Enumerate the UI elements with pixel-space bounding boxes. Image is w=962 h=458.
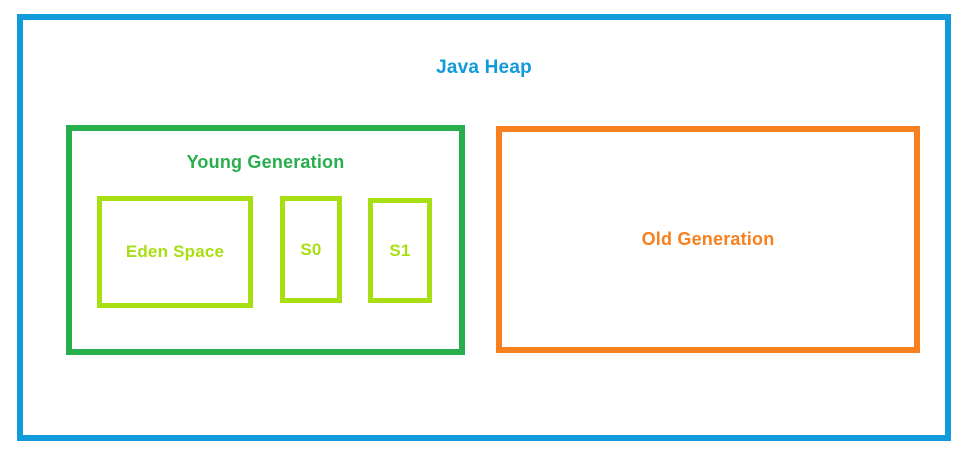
young-generation-box: Young Generation Eden Space S0 S1 — [66, 125, 465, 355]
old-generation-label: Old Generation — [641, 229, 775, 249]
old-generation-box: Old Generation — [496, 126, 920, 353]
eden-space-box: Eden Space — [97, 196, 253, 308]
survivor-s1-label: S1 — [389, 240, 411, 260]
java-heap-box: Java Heap Young Generation Eden Space S0… — [17, 14, 951, 441]
young-generation-title: Young Generation — [186, 152, 345, 172]
survivor-s0-label: S0 — [300, 239, 322, 259]
survivor-s1-box: S1 — [368, 198, 432, 303]
survivor-s0-box: S0 — [280, 196, 342, 303]
java-heap-title: Java Heap — [436, 57, 532, 78]
eden-space-label: Eden Space — [125, 242, 225, 261]
